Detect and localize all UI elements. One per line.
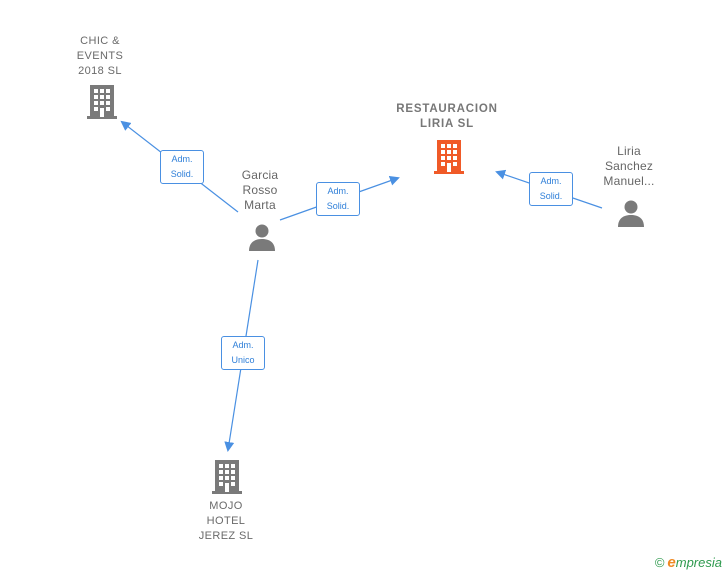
building-icon-highlighted[interactable]: [433, 139, 465, 175]
building-icon[interactable]: [211, 459, 243, 495]
copyright-symbol: ©: [654, 555, 665, 570]
brand-logo-text: mpresia: [675, 555, 722, 570]
person-icon[interactable]: [247, 222, 277, 252]
edge-label-line1: Adm.: [171, 154, 193, 164]
edge-label-line2: Solid.: [170, 169, 194, 179]
building-icon[interactable]: [86, 84, 118, 120]
node-label-mojo-hotel: MOJO HOTEL JEREZ SL: [198, 500, 254, 542]
edge-label-garcia-to-restauracion[interactable]: Adm. Solid.: [316, 182, 360, 216]
edge-label-garcia-to-chic[interactable]: Adm. Solid.: [160, 150, 204, 184]
node-label-restauracion-liria: RESTAURACION LIRIA SL: [396, 103, 498, 130]
edge-label-line2: Solid.: [539, 191, 563, 201]
edge-label-liria-to-restauracion[interactable]: Adm. Solid.: [529, 172, 573, 206]
node-label-liria-sanchez: Liria Sanchez Manuel...: [603, 144, 655, 188]
edge-label-line1: Adm.: [232, 340, 254, 350]
edge-label-garcia-to-mojo[interactable]: Adm. Unico: [221, 336, 265, 370]
brand-footer[interactable]: ©empresia: [655, 554, 722, 571]
node-label-garcia-rosso: Garcia Rosso Marta: [241, 168, 279, 212]
edge-label-line1: Adm.: [540, 176, 562, 186]
edge-label-line1: Adm.: [327, 186, 349, 196]
node-label-chic-events: CHIC & EVENTS 2018 SL: [76, 35, 124, 77]
brand-logo-initial: e: [667, 554, 676, 571]
edge-label-line2: Unico: [231, 355, 255, 365]
person-icon[interactable]: [616, 198, 646, 228]
edge-label-line2: Solid.: [326, 201, 350, 211]
